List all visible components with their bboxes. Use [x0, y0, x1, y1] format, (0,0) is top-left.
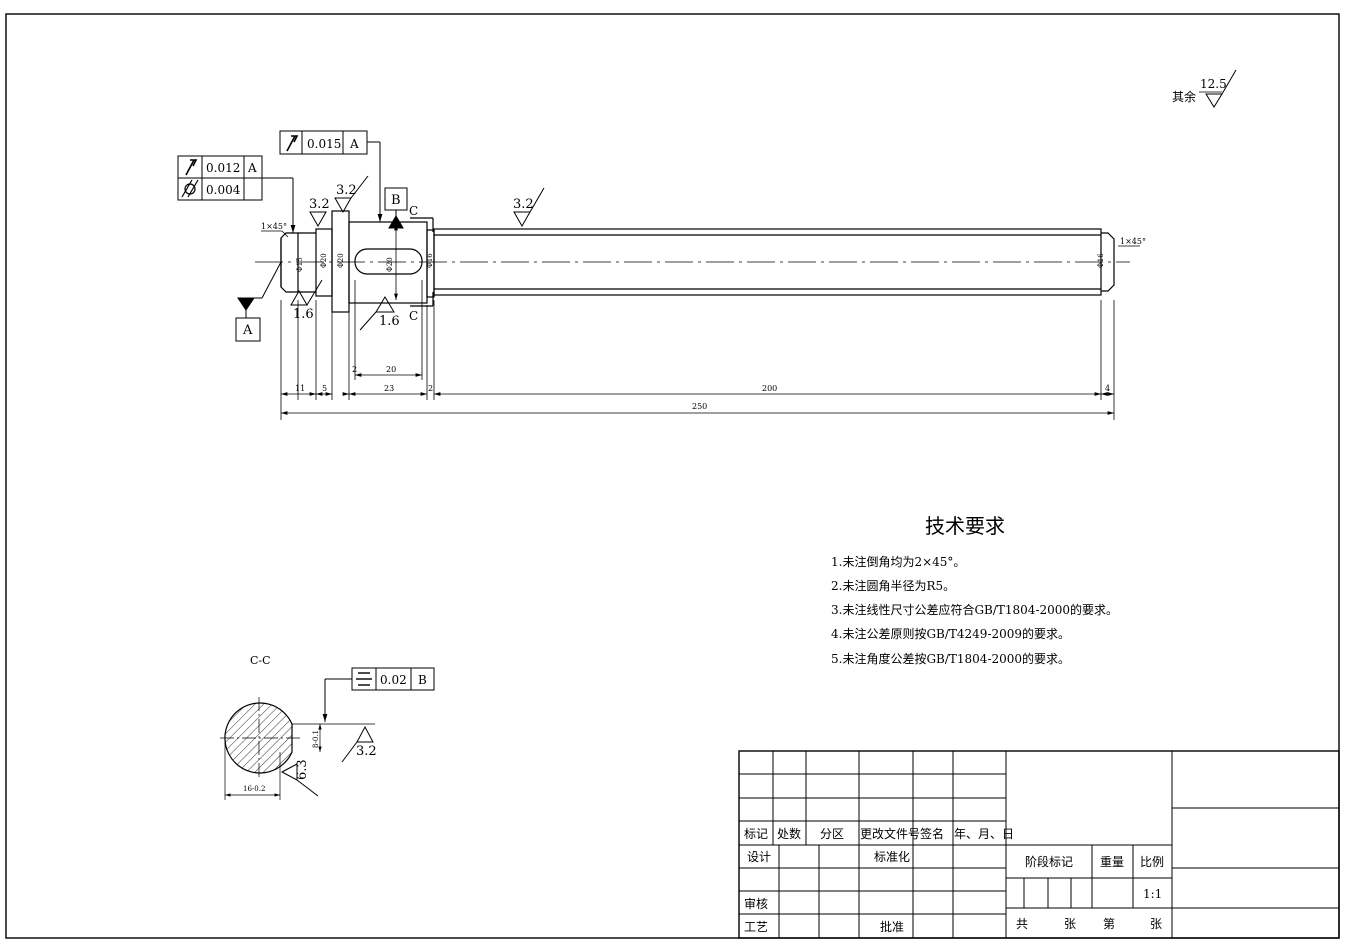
tb-total: 共: [1016, 917, 1028, 931]
drawing-border: [5, 13, 1340, 939]
dim-2b: 2: [428, 384, 433, 393]
dim-20: 20: [386, 365, 396, 374]
tb-craft: 工艺: [744, 920, 768, 934]
section-view-label: C-C: [250, 654, 271, 667]
tb-review: 审核: [744, 896, 768, 911]
tech-item-4: 4.未注公差原则按GB/T4249-2009的要求。: [831, 626, 1070, 641]
section-width-dim: 16-0.2: [243, 785, 265, 793]
tolerance-value-3: 0.015: [307, 137, 341, 151]
tolerance-datum-4: B: [418, 673, 427, 687]
tech-item-5: 5.未注角度公差按GB/T1804-2000的要求。: [831, 651, 1070, 666]
tolerance-value-4: 0.02: [380, 673, 407, 687]
tolerance-value-2: 0.004: [206, 183, 241, 197]
roughness-1-6-a: 1.6: [293, 307, 314, 322]
tolerance-frame-4: [322, 667, 435, 722]
roughness-3-2-b: 3.2: [336, 183, 357, 198]
tb-sheet2: 张: [1150, 917, 1162, 931]
tb-zone: 分区: [820, 827, 844, 841]
dim-250: 250: [692, 402, 707, 411]
runout-icon: [185, 159, 198, 176]
datum-b: [384, 187, 408, 229]
tech-item-3: 3.未注线性尺寸公差应符合GB/T1804-2000的要求。: [831, 602, 1118, 617]
tb-sign: 签名: [920, 826, 944, 841]
dimension-lines: [280, 280, 1115, 420]
tb-scale-value: 1:1: [1143, 887, 1162, 901]
tb-doc: 更改文件号: [860, 826, 920, 841]
tolerance-frame-1: [177, 155, 296, 233]
symmetry-icon: [356, 672, 372, 686]
dim-23: 23: [384, 384, 394, 393]
datum-a: [235, 261, 282, 342]
roughness-3-2-a: 3.2: [309, 197, 330, 212]
section-mark-bottom: C: [409, 309, 418, 323]
section-depth-dim: 8-0.1: [312, 730, 320, 748]
tb-count: 处数: [777, 826, 801, 841]
diameter-label-2: Φ20: [320, 253, 328, 268]
tb-stage: 阶段标记: [1025, 854, 1073, 869]
diameter-label-6: Φ16: [1097, 253, 1105, 268]
tech-item-1: 1.未注倒角均为2×45°。: [831, 554, 965, 569]
tech-item-2: 2.未注圆角半径为R5。: [831, 578, 955, 593]
tb-approve: 批准: [880, 919, 904, 934]
title-block: [738, 750, 1340, 939]
tolerance-datum-1: A: [247, 161, 257, 175]
chamfer-right-label: 1×45°: [1120, 237, 1146, 246]
cylindricity-icon: [181, 179, 199, 198]
section-cut: [410, 217, 434, 307]
tolerance-frame-3: [279, 130, 383, 222]
diameter-label-5: Φ16: [426, 253, 434, 268]
roughness-3-2-d: 3.2: [356, 744, 377, 759]
dim-5: 5: [322, 384, 327, 393]
roughness-default-prefix: 其余: [1172, 89, 1196, 104]
tb-nth: 第: [1103, 917, 1115, 931]
tech-title: 技术要求: [925, 514, 1005, 538]
runout-icon-2: [286, 135, 299, 152]
roughness-1-6-b: 1.6: [379, 314, 400, 329]
tolerance-value-1: 0.012: [206, 161, 240, 175]
diameter-label-1: Φ15: [296, 257, 304, 272]
shaft-view: [280, 210, 1115, 313]
tb-date: 年、月、日: [954, 827, 1014, 841]
datum-b-label: B: [391, 193, 401, 208]
dim-2a: 2: [352, 365, 357, 374]
roughness-default-value: 12.5: [1200, 77, 1227, 91]
tb-design: 设计: [747, 850, 771, 864]
section-mark-top: C: [409, 204, 418, 218]
tb-scale: 比例: [1140, 855, 1164, 869]
tb-standard: 标准化: [874, 850, 910, 864]
tb-sheet1: 张: [1064, 917, 1076, 931]
datum-a-label: A: [242, 323, 253, 338]
tolerance-datum-3: A: [349, 137, 359, 151]
chamfer-left-label: 1×45°: [261, 222, 287, 231]
roughness-3-2-c: 3.2: [513, 197, 534, 212]
section-view: [220, 697, 375, 800]
roughness-symbols: [280, 69, 1237, 797]
diameter-label-4: Φ20: [386, 257, 394, 272]
dim-11: 11: [295, 384, 305, 393]
diameter-label-3: Φ20: [337, 253, 345, 268]
roughness-6-3: 6.3: [295, 759, 310, 780]
dim-200: 200: [762, 384, 777, 393]
tb-weight: 重量: [1100, 855, 1124, 869]
dim-4: 4: [1105, 384, 1110, 393]
tb-mark: 标记: [744, 827, 768, 841]
